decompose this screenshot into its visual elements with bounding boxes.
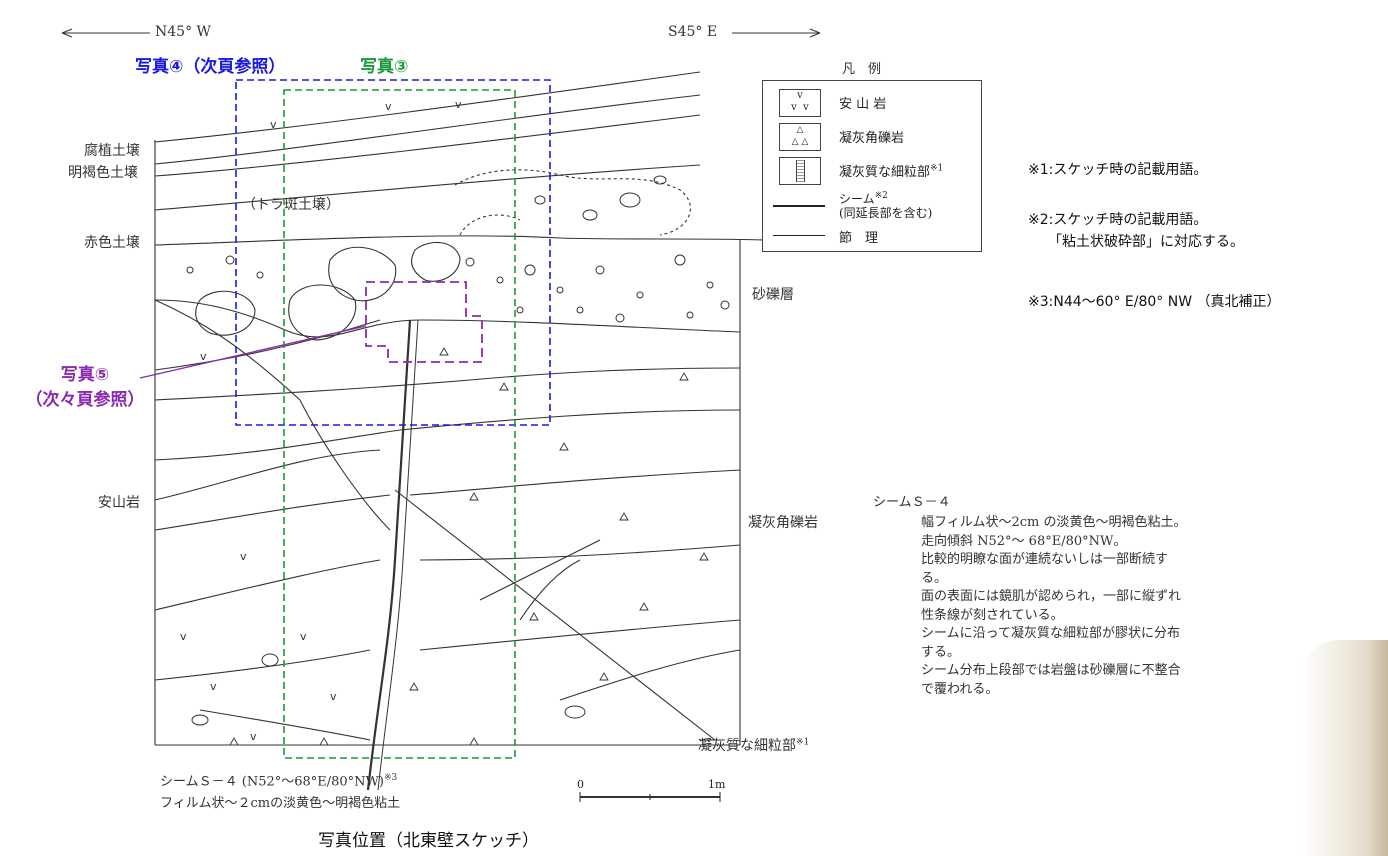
bottom-seam-note: ※3	[384, 773, 398, 783]
scale-end: 1m	[708, 778, 726, 791]
legend-seam-sub: (同延長部を含む)	[839, 206, 933, 220]
label-andesite: 安山岩	[98, 495, 140, 511]
scale-start: 0	[577, 778, 584, 791]
note-2-continued: 「粘土状破砕部」に対応する。	[1048, 234, 1244, 250]
legend-seam-note: ※2	[874, 191, 888, 201]
seam-description-line: 比較的明瞭な面が連続ないしは一部断続す	[921, 552, 1169, 567]
legend-breccia-label: 凝灰角礫岩	[839, 131, 905, 146]
legend-seam-text: シーム	[839, 192, 875, 206]
photo-edge-fragment	[1300, 640, 1388, 856]
legend-joint-label: 節 理	[839, 231, 879, 246]
legend-andesite-label: 安 山 岩	[839, 97, 887, 112]
note-3: ※3:N44～60° E/80° NW （真北補正）	[1028, 294, 1281, 310]
svg-text:v: v	[210, 680, 217, 693]
seam-description-line: で覆われる。	[921, 681, 999, 697]
svg-text:v: v	[240, 550, 247, 563]
legend-breccia-symbol: △△ △	[779, 123, 821, 151]
svg-text:v: v	[455, 98, 462, 111]
seam-description-line: る。	[921, 570, 948, 586]
orientation-right: S45° E	[668, 24, 718, 40]
svg-text:v: v	[330, 690, 337, 703]
seam-description-line: 走向傾斜 N52°～ 68°E/80°NW。	[921, 533, 1127, 549]
seam-description-line: する。	[921, 644, 961, 660]
seam-description-line: シーム分布上段部では岩盤は砂礫層に不整合	[921, 663, 1181, 678]
label-tuff-breccia: 凝灰角礫岩	[748, 515, 818, 531]
legend-fine-part-label: 凝灰質な細粒部※1	[839, 161, 943, 180]
photo5-label: 写真⑤ （次々頁参照）	[5, 360, 165, 410]
label-gravel-layer: 砂礫層	[752, 287, 794, 303]
svg-text:v: v	[250, 730, 257, 743]
label-tuff-fine-part-text: 凝灰質な細粒部	[698, 738, 796, 754]
svg-text:v: v	[180, 630, 187, 643]
photo5-label-line2: （次々頁参照）	[25, 390, 145, 410]
seam-description-line: シームに沿って凝灰質な細粒部が膠状に分布	[921, 626, 1180, 641]
legend-seam-symbol	[773, 205, 825, 207]
legend-seam-label: シーム※2 (同延長部を含む)	[839, 189, 932, 220]
legend-title: 凡 例	[842, 62, 882, 77]
svg-text:v: v	[200, 350, 207, 363]
note-1: ※1:スケッチ時の記載用語。	[1028, 162, 1208, 178]
orientation-left: N45° W	[155, 24, 211, 40]
legend-fine-part-text: 凝灰質な細粒部	[839, 165, 931, 180]
label-light-brown-soil: 明褐色土壌	[68, 165, 138, 181]
note-2: ※2:スケッチ時の記載用語。	[1028, 212, 1208, 228]
label-red-soil: 赤色土壌	[84, 235, 140, 251]
label-humus-soil: 腐植土壌	[84, 143, 140, 159]
legend-fine-part-note: ※1	[930, 163, 944, 174]
legend-fine-part-symbol	[779, 157, 821, 185]
bottom-seam-label: シームＳ－４ (N52°～68°E/80°NW)※3 フィルム状～２cmの淡黄色…	[160, 767, 400, 815]
bottom-seam-line2: フィルム状～２cmの淡黄色～明褐色粘土	[160, 796, 401, 812]
label-tuff-fine-part-note: ※1	[796, 737, 810, 748]
label-tora-soil: （トラ斑土壌）	[242, 197, 340, 213]
photo4-label: 写真④（次頁参照）	[135, 57, 286, 77]
legend-joint-symbol	[773, 235, 825, 236]
photo5-label-line1: 写真⑤	[60, 365, 110, 385]
figure-caption: 写真位置（北東壁スケッチ）	[318, 831, 539, 851]
seam-description-line: 幅フィルム状～2cm の淡黄色～明褐色粘土。	[921, 515, 1187, 530]
bottom-seam-line1-text: シームＳ－４ (N52°～68°E/80°NW)	[160, 774, 384, 790]
bottom-seam-line1: シームＳ－４ (N52°～68°E/80°NW)※3	[160, 767, 400, 793]
seam-description-body: 幅フィルム状～2cm の淡黄色～明褐色粘土。 走向傾斜 N52°～ 68°E/8…	[921, 514, 1187, 699]
svg-text:v: v	[270, 118, 277, 131]
seam-description-line: 性条線が刻されている。	[921, 607, 1064, 623]
svg-text:v: v	[300, 630, 307, 643]
legend-fine-part-hatch	[796, 160, 805, 182]
photo3-label: 写真③	[360, 57, 409, 77]
seam-description-line: 面の表面には鏡肌が認められ，一部に縦ずれ	[921, 589, 1182, 604]
label-tuff-fine-part: 凝灰質な細粒部※1	[698, 735, 809, 755]
seam-description-title: シームＳ－４	[873, 495, 951, 510]
svg-text:v: v	[385, 100, 392, 113]
